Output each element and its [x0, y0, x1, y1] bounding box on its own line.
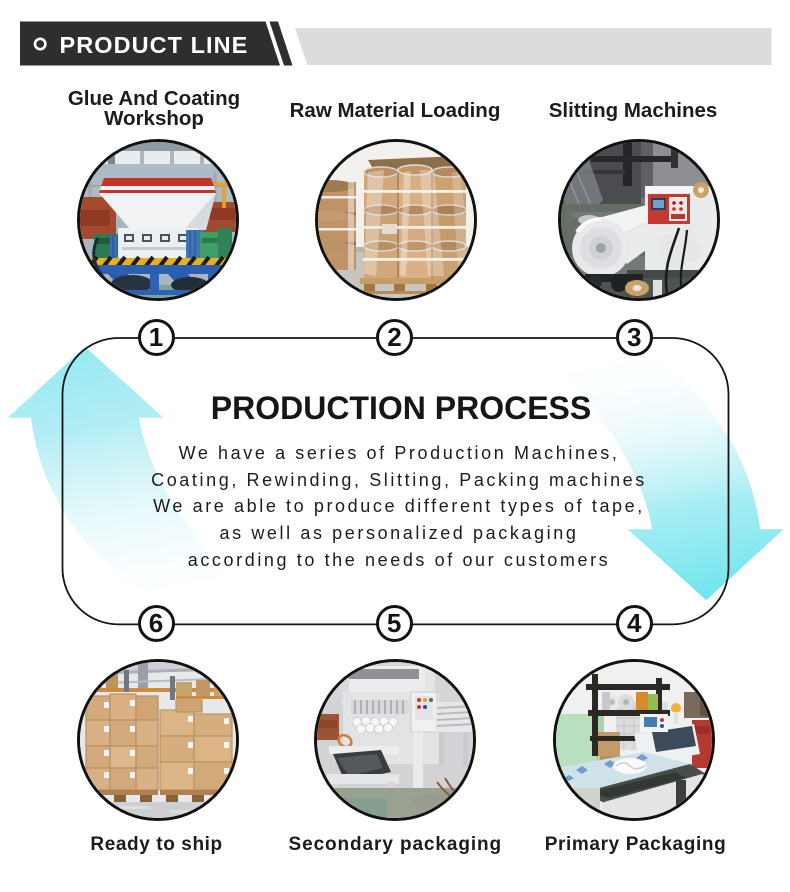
svg-text:PRODUCT LINE: PRODUCT LINE — [60, 32, 249, 58]
